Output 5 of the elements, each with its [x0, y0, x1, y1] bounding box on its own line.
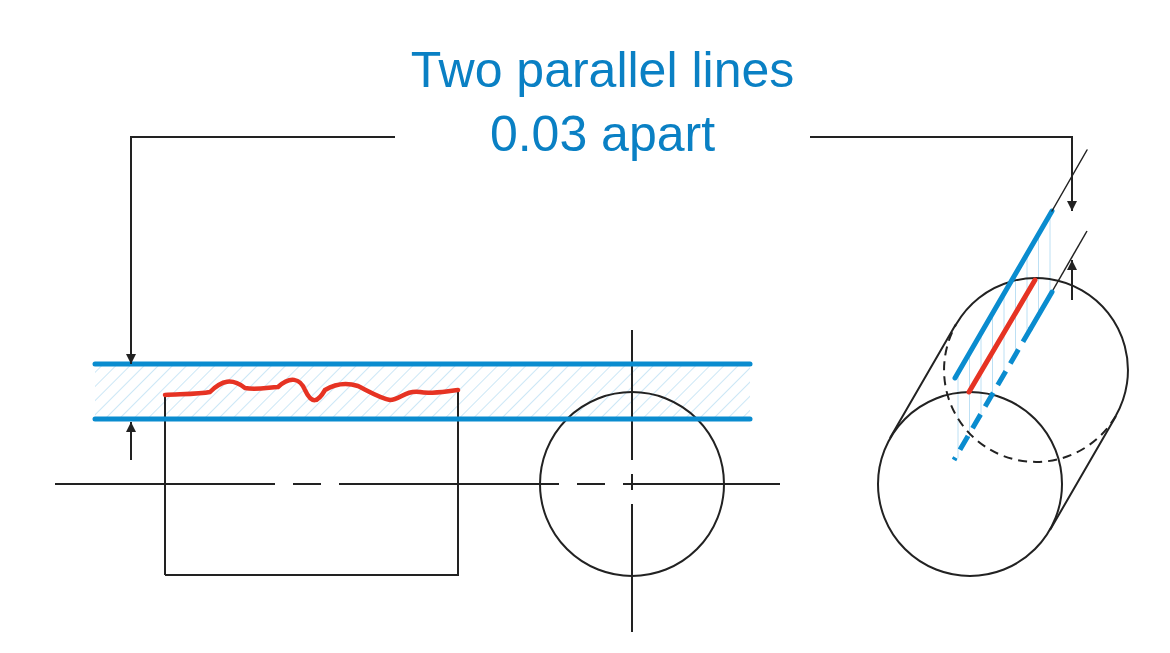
- callout-text: Two parallel lines 0.03 apart: [395, 38, 810, 166]
- leader-line: [809, 136, 1077, 212]
- tolerance-boundary-line: [92, 361, 753, 367]
- extension-line: [1051, 149, 1088, 212]
- leader-line: [126, 136, 396, 365]
